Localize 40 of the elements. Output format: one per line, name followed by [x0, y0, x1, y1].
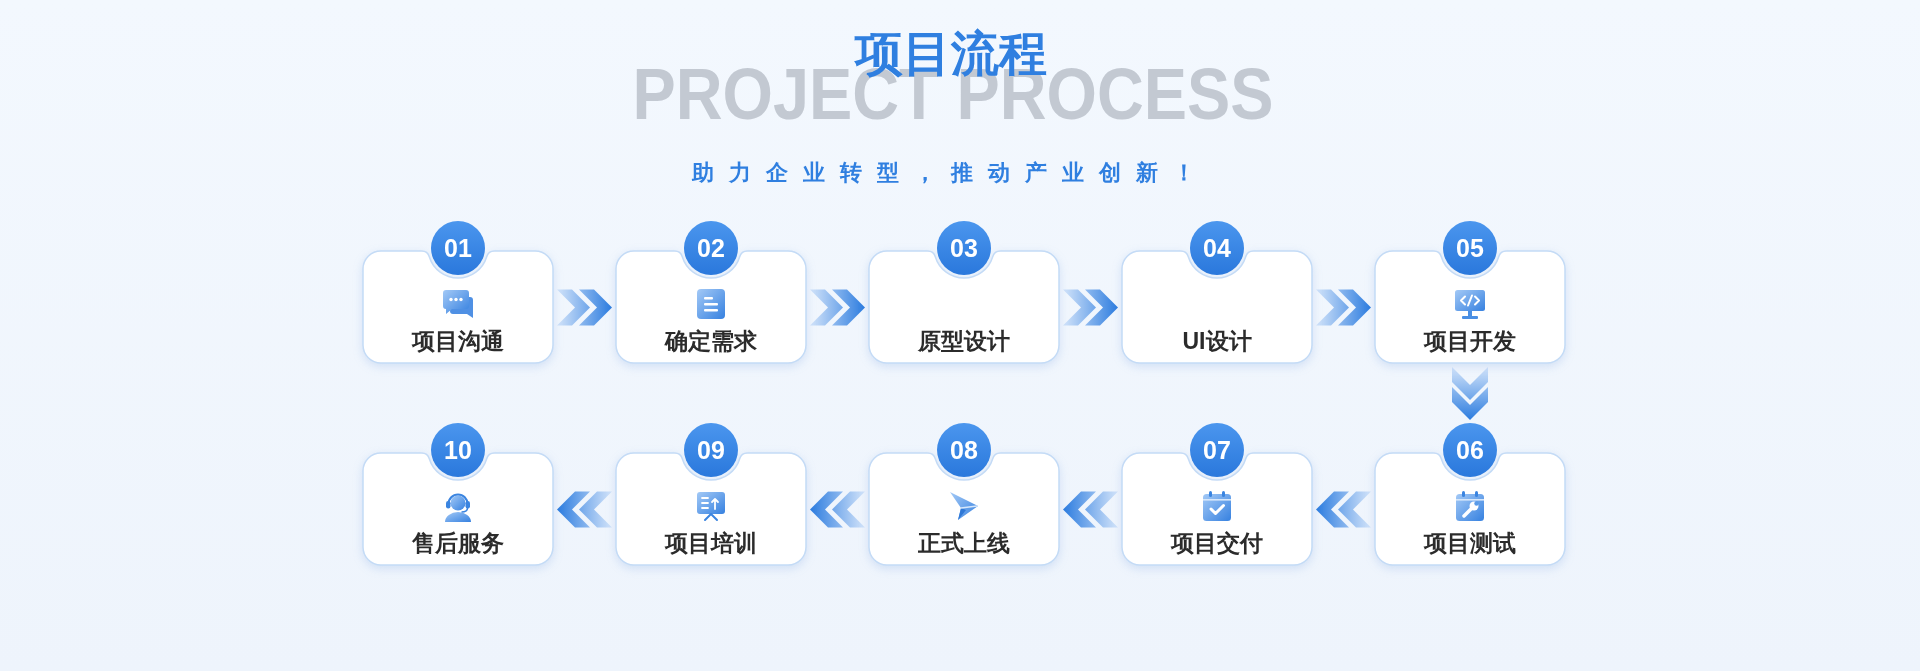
chevron-arrow [1063, 491, 1118, 528]
step-label: 正式上线 [918, 530, 1010, 557]
step-card [362, 221, 554, 364]
chevron-arrow [557, 491, 612, 528]
number-badge: 05 [1443, 221, 1497, 275]
step-label: 项目沟通 [412, 328, 504, 355]
number-badge: 09 [684, 423, 738, 477]
step-card [868, 423, 1060, 566]
subtitle: 助力企业转型，推动产业创新！ [692, 160, 1210, 186]
chevron-arrow [1063, 289, 1118, 326]
number-badge: 08 [937, 423, 991, 477]
number-badge: 06 [1443, 423, 1497, 477]
number-badge: 01 [431, 221, 485, 275]
step-card [1121, 221, 1313, 364]
number-badge: 03 [937, 221, 991, 275]
step-card [1121, 423, 1313, 566]
chevron-arrow [810, 491, 865, 528]
number-badge: 02 [684, 221, 738, 275]
number-badge: 07 [1190, 423, 1244, 477]
step-card [362, 423, 554, 566]
chevron-arrow [1316, 491, 1371, 528]
chevron-arrow [810, 289, 865, 326]
step-label: 售后服务 [412, 530, 504, 557]
number-badge: 04 [1190, 221, 1244, 275]
chevron-arrow [1316, 289, 1371, 326]
step-label: 项目交付 [1171, 530, 1263, 557]
step-label: UI设计 [1182, 328, 1252, 355]
step-label: 原型设计 [918, 328, 1010, 355]
step-label: 项目测试 [1424, 530, 1516, 557]
number-badge: 10 [431, 423, 485, 477]
step-card [615, 221, 807, 364]
step-label: 确定需求 [665, 328, 757, 355]
step-card [1374, 221, 1566, 364]
step-card [1374, 423, 1566, 566]
chevron-arrow [1452, 367, 1488, 420]
step-card [615, 423, 807, 566]
step-label: 项目培训 [665, 530, 757, 557]
chevron-arrow [557, 289, 612, 326]
step-label: 项目开发 [1424, 328, 1516, 355]
step-card [868, 221, 1060, 364]
